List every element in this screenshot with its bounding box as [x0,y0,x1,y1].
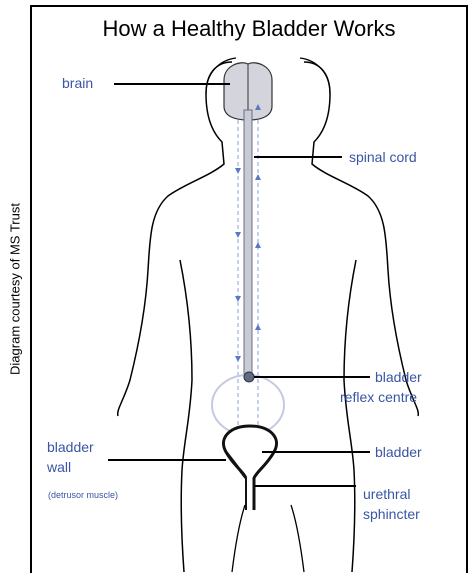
label-reflex-line2: reflex centre [340,387,417,407]
label-detrusor: (detrusor muscle) [48,490,118,500]
torso-right [344,260,356,572]
label-urethral-line1: urethral [363,484,410,504]
spinal-cord [244,110,252,378]
label-spinal-cord: spinal cord [349,147,417,167]
torso-left [180,260,192,572]
bladder-shape [223,426,276,510]
reflex-centre-dot [244,372,254,382]
label-bladder: bladder [375,442,422,462]
label-brain: brain [62,73,93,93]
inner-legs [232,505,304,572]
label-bladder-wall-line2: wall [47,457,71,477]
label-urethral-line2: sphincter [363,504,420,524]
label-bladder-wall-line1: bladder [47,437,94,457]
label-reflex-line1: bladder [375,367,422,387]
